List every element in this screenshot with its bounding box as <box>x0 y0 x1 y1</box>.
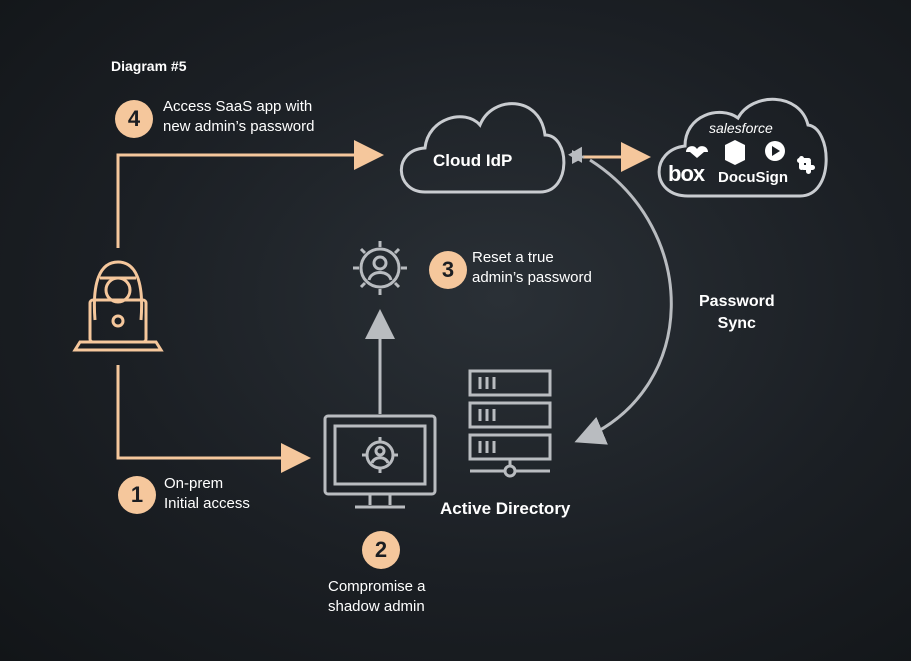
step-3-text: Reset a true admin’s password <box>472 248 592 288</box>
slack-icon <box>797 156 815 174</box>
workstation-icon <box>323 414 437 509</box>
cloud-idp-label: Cloud IdP <box>433 151 513 170</box>
docusign-logo: DocuSign <box>718 169 788 186</box>
saas-icons <box>686 140 815 174</box>
step-3-badge: 3 <box>429 251 467 289</box>
arrow-attacker-to-workstation <box>116 365 311 473</box>
arrow-attacker-to-cloud <box>116 140 384 248</box>
cloud-idp-shape <box>399 102 566 194</box>
admin-gear-icon <box>353 241 407 295</box>
password-sync-curve <box>574 158 673 445</box>
password-sync-line-1: Password <box>699 293 775 310</box>
step-2-line-2: shadow admin <box>328 598 425 615</box>
hacker-icon <box>72 260 164 352</box>
step-3-line-2: admin’s password <box>472 269 592 286</box>
step-2-line-1: Compromise a <box>328 578 426 595</box>
step-4-badge: 4 <box>115 100 153 138</box>
step-4-text: Access SaaS app with new admin’s passwor… <box>163 97 314 137</box>
box-icon <box>686 146 708 158</box>
step-1-line-1: On-prem <box>164 475 224 492</box>
step-1-badge: 1 <box>118 476 156 514</box>
salesforce-logo: salesforce <box>709 120 773 136</box>
password-sync-label: Password Sync <box>699 291 775 335</box>
step-1-line-2: Initial access <box>164 495 250 512</box>
password-sync-top-head <box>568 146 582 163</box>
server-icon <box>468 369 552 478</box>
box-logo: box <box>668 161 705 186</box>
step-2-badge: 2 <box>362 531 400 569</box>
step-2-text: Compromise a shadow admin <box>328 577 426 617</box>
step-4-line-2: new admin’s password <box>163 118 315 135</box>
step-1-text: On-prem Initial access <box>164 474 250 514</box>
saas-cloud-shape <box>657 97 828 198</box>
diagram-title: Diagram #5 <box>111 58 187 74</box>
active-directory-label: Active Directory <box>440 499 571 518</box>
step-3-line-1: Reset a true <box>472 249 554 266</box>
password-sync-line-2: Sync <box>717 315 756 332</box>
step-4-line-1: Access SaaS app with <box>163 98 313 115</box>
dropbox-icon <box>725 140 745 165</box>
